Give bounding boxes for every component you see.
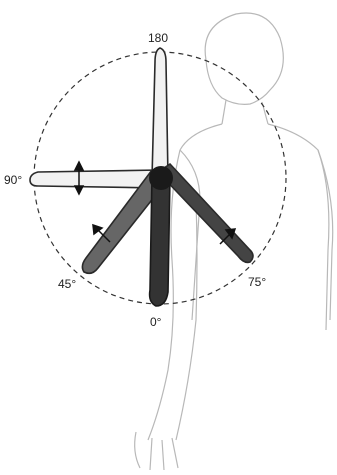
hand-outline <box>135 432 178 470</box>
shoulder-joint <box>149 166 173 190</box>
head-outline <box>205 13 283 104</box>
torso-outline <box>180 124 329 330</box>
right-arm-outline <box>318 150 333 320</box>
angle-label-90: 90° <box>4 173 22 187</box>
angle-label-75: 75° <box>248 275 266 289</box>
angle-label-180: 180 <box>148 31 168 45</box>
angle-label-45: 45° <box>58 277 76 291</box>
bone-180 <box>152 48 168 178</box>
angle-label-0: 0° <box>150 315 162 329</box>
bone-0 <box>150 176 170 306</box>
